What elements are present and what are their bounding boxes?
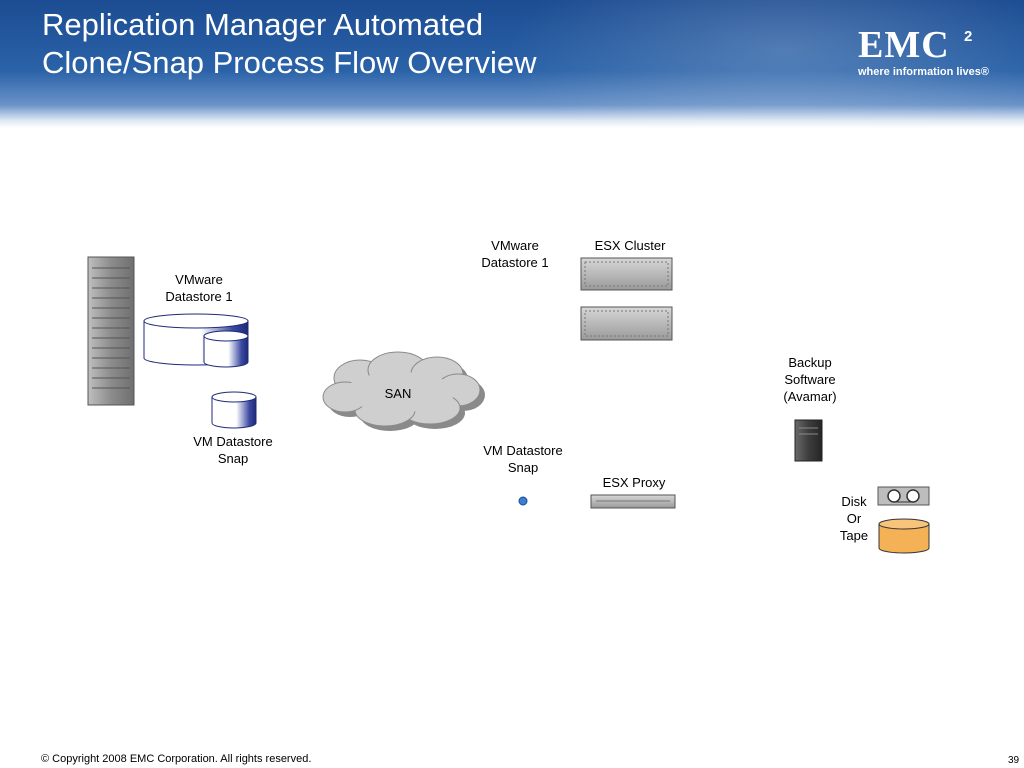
array-snap-label-line-2: Snap (217, 451, 249, 466)
media-label-line-3: Tape (839, 528, 869, 543)
media-label-line-2: Or (846, 511, 862, 526)
disk-cylinder-icon (878, 518, 930, 554)
san-label: SAN (384, 386, 412, 401)
array-clone-cylinder (203, 330, 249, 368)
array-snap-label-line-1: VM Datastore (193, 434, 273, 449)
backup-label-line-3: (Avamar) (783, 389, 837, 404)
backup-server-tower-icon (794, 419, 823, 462)
san-cloud-icon (322, 351, 485, 431)
host-datastore-label-line-1: VMware (491, 238, 539, 253)
host-snap-label-line-1: VM Datastore (483, 443, 563, 458)
esx-cluster-server-1-icon (580, 257, 673, 291)
slide-header: Replication Manager Automated Clone/Snap… (0, 0, 1024, 128)
host-datastore-label-line-2: Datastore 1 (481, 255, 549, 270)
copyright-footer: © Copyright 2008 EMC Corporation. All ri… (41, 753, 312, 765)
host-datastore-label: VMware Datastore 1 (478, 237, 552, 271)
esx-proxy-server-icon (590, 494, 676, 509)
array-datastore-label: VMware Datastore 1 (163, 271, 235, 305)
backup-label-line-1: Backup (788, 355, 832, 370)
esx-cluster-label: ESX Cluster (594, 238, 666, 253)
host-snap-label: VM Datastore Snap (478, 442, 568, 476)
slide-title: Replication Manager Automated Clone/Snap… (42, 6, 536, 82)
media-label-line-1: Disk (841, 494, 867, 509)
backup-label-line-2: Software (784, 372, 836, 387)
tape-icon (877, 486, 930, 506)
title-line-1: Replication Manager Automated (42, 7, 484, 42)
array-snap-label: VM Datastore Snap (188, 433, 278, 467)
snap-node-dot (518, 496, 528, 506)
esx-proxy-label: ESX Proxy (602, 475, 666, 490)
page-number: 39 (1008, 755, 1020, 766)
esx-cluster-server-2-icon (580, 306, 673, 341)
array-datastore-label-line-1: VMware (175, 272, 223, 287)
disk-or-tape-label: Disk Or Tape (834, 493, 874, 544)
array-snap-cylinder (211, 391, 257, 429)
title-line-2: Clone/Snap Process Flow Overview (42, 45, 537, 80)
backup-software-label: Backup Software (Avamar) (776, 354, 844, 405)
array-datastore-label-line-2: Datastore 1 (165, 289, 233, 304)
storage-array-icon (87, 256, 135, 406)
host-snap-label-line-2: Snap (507, 460, 539, 475)
